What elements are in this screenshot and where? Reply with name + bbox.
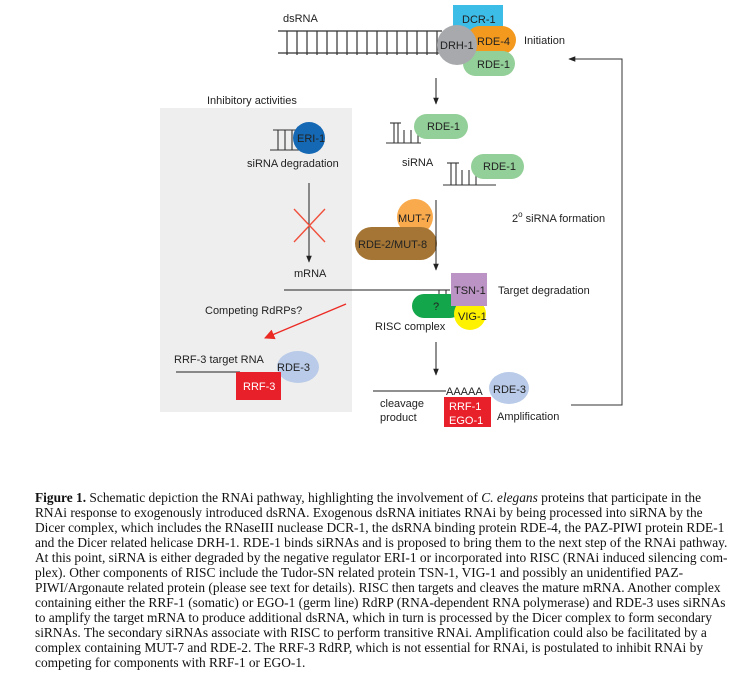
figure-caption: Figure 1. Schematic depiction the RNAi p… (35, 490, 735, 670)
mut7-label: MUT-7 (398, 213, 431, 225)
caption-line: siRNAs. The secondary siRNAs associate w… (35, 625, 707, 640)
rrf1-label: RRF-1 (449, 401, 481, 413)
rde2-mut8-label: RDE-2/MUT-8 (358, 239, 427, 251)
eri1-label: ERI-1 (297, 133, 325, 145)
inhibitory-activities-box (160, 108, 352, 412)
rde2-mut8-protein (355, 227, 437, 260)
rrf3-label: RRF-3 (243, 381, 275, 393)
drh1-label: DRH-1 (440, 40, 474, 52)
figure-label: Figure 1. (35, 490, 87, 505)
rrf3-protein (236, 372, 281, 400)
tsn1-protein (451, 273, 487, 306)
rde1-sirna-a-protein (414, 114, 468, 139)
caption-line: to amplify the target mRNA to produce ad… (35, 610, 712, 625)
secondary-sirna-formation-label: 2o siRNA formation (512, 210, 605, 225)
poly-a-tail: AAAAA (446, 386, 483, 398)
caption-line: containing either the RRF-1 (somatic) or… (35, 595, 726, 610)
block-cross-icon (293, 208, 326, 243)
initiation-label: Initiation (524, 35, 565, 47)
rde1-initiation-label: RDE-1 (477, 59, 510, 71)
dicer-complex: DCR-1 RDE-4 DRH-1 RDE-1 (437, 5, 516, 76)
dsrna-duplex (278, 30, 442, 55)
caption-line: plex). Other components of RISC include … (35, 565, 684, 580)
inhibitory-activities-label: Inhibitory activities (207, 95, 297, 107)
target-degradation-label: Target degradation (498, 285, 590, 297)
amplification-feedback-arrow (568, 56, 623, 406)
rde3-amplification-protein (489, 372, 529, 404)
mrna-label: mRNA (294, 268, 327, 280)
cleavage-label: cleavage (380, 398, 424, 410)
rde4-label: RDE-4 (477, 36, 510, 48)
product-label: product (380, 412, 417, 424)
rde3-inhibitory-label: RDE-3 (277, 362, 310, 374)
amplification-label: Amplification (497, 411, 559, 423)
caption-line: RNAi response to exogenously introduced … (35, 505, 703, 520)
mut7-protein (397, 199, 433, 235)
rnai-pathway-diagram: Inhibitory activities dsRNA DCR-1 RDE-4 … (160, 5, 623, 427)
eri1-protein (293, 122, 325, 154)
dcr1-label: DCR-1 (462, 14, 496, 26)
caption-line: and the Dicer related helicase DRH-1. RD… (35, 535, 728, 550)
rde1-initiation-protein (463, 51, 515, 76)
unknown-argonaute-protein (412, 294, 462, 318)
rde3-amplification-label: RDE-3 (493, 384, 526, 396)
dsrna-label: dsRNA (283, 13, 319, 25)
drh1-protein (437, 25, 477, 65)
sirna-degradation-label: siRNA degradation (247, 158, 339, 170)
sirna-label: siRNA (402, 157, 434, 169)
rrf3-target-rna-label: RRF-3 target RNA (174, 354, 265, 366)
species-name: C. elegans (481, 490, 538, 505)
caption-line: Figure 1. Schematic depiction the RNAi p… (35, 490, 702, 505)
caption-line: Dicer complex, which includes the RNaseI… (35, 520, 725, 535)
unknown-protein-label: ? (433, 301, 439, 313)
rde3-inhibitory-protein (277, 351, 319, 383)
caption-line: PIWI/Argonaute related protein (please s… (35, 580, 721, 595)
tsn1-label: TSN-1 (454, 285, 486, 297)
competing-rdrps-label: Competing RdRPs? (205, 305, 302, 317)
risc-complex-label: RISC complex (375, 321, 446, 333)
ego1-label: EGO-1 (449, 415, 483, 427)
caption-line: competing for components with RRF-1 or E… (35, 655, 306, 670)
vig1-label: VIG-1 (458, 311, 487, 323)
rde1-sirna-b-protein (471, 154, 524, 179)
competing-rdrps-arrow (264, 303, 347, 340)
caption-line: At this point, siRNA is either degraded … (35, 550, 728, 565)
rrf1-ego1-protein (444, 397, 491, 427)
rde1-sirna-b-label: RDE-1 (483, 161, 516, 173)
caption-line: complex containing MUT-7 and RDE-2. The … (35, 640, 704, 655)
rde4-protein (466, 26, 516, 54)
rde1-sirna-a-label: RDE-1 (427, 121, 460, 133)
